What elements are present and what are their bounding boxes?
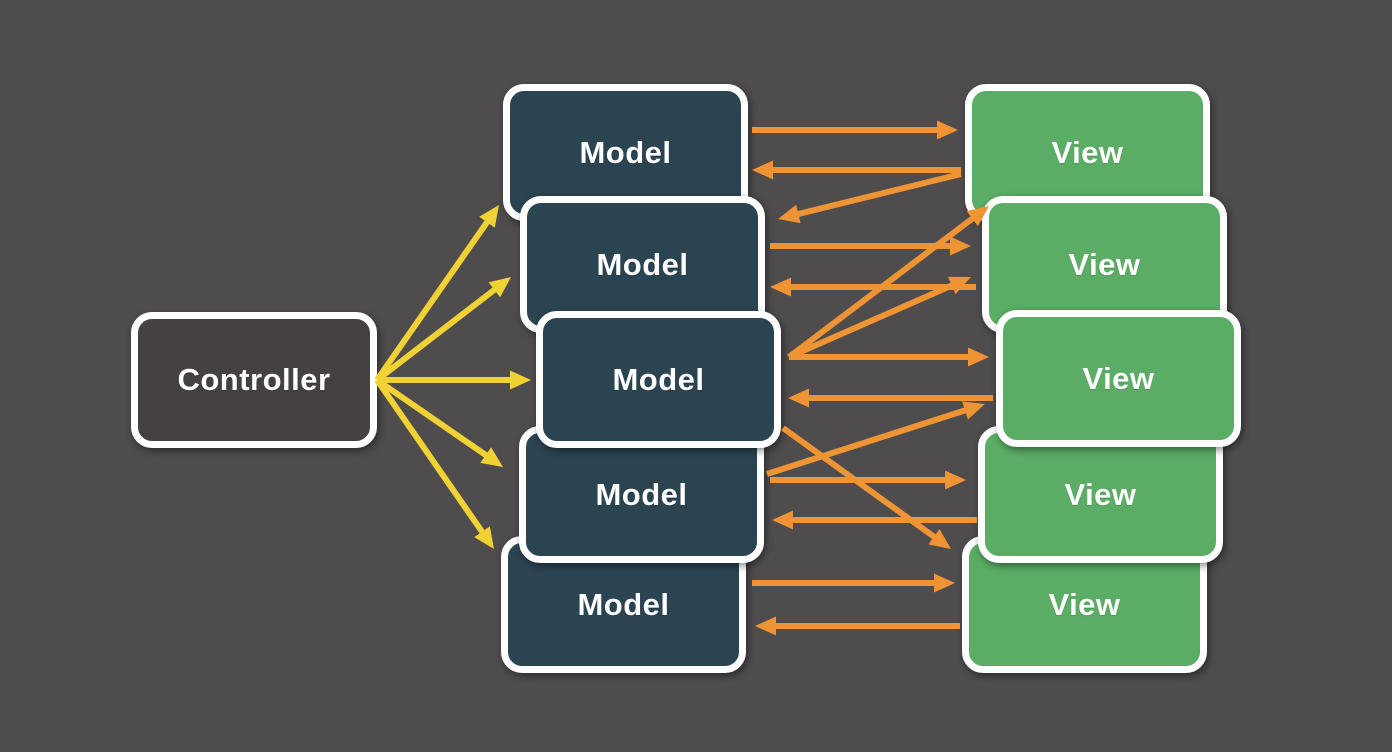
arrow-model1-to-view1-5 xyxy=(752,120,958,140)
arrow-model3-to-view3-12 xyxy=(789,347,989,367)
arrow-controller-to-model4-3 xyxy=(375,377,503,467)
arrow-controller-to-model2-1 xyxy=(375,277,511,383)
model3-label: Model xyxy=(612,361,705,397)
view4-label: View xyxy=(1064,476,1137,512)
arrow-model2-to-view2-8 xyxy=(770,236,971,256)
arrow-model4-to-view4-16 xyxy=(770,470,966,490)
arrow-view3-to-model3-13 xyxy=(788,388,993,408)
arrow-model3-to-view2-11 xyxy=(787,276,971,360)
arrow-view5-to-model5-19 xyxy=(755,616,960,636)
arrow-controller-to-model5-4 xyxy=(374,378,494,549)
view1-label: View xyxy=(1051,134,1124,170)
arrow-controller-to-model1-0 xyxy=(374,205,499,382)
view5-label: View xyxy=(1048,586,1121,622)
view2-label: View xyxy=(1068,246,1141,282)
controller-label: Controller xyxy=(177,362,331,397)
arrow-model3-to-view5-14 xyxy=(781,425,951,549)
model3-node: Model xyxy=(536,311,781,448)
arrow-model4-to-view3-15 xyxy=(766,401,985,477)
arrow-controller-to-model3-2 xyxy=(377,370,531,390)
model5-label: Model xyxy=(577,586,670,622)
view3-label: View xyxy=(1082,360,1155,396)
view3-node: View xyxy=(996,310,1241,447)
arrow-model5-to-view5-18 xyxy=(752,573,955,593)
model4-node: Model xyxy=(519,426,764,563)
arrow-view4-to-model4-17 xyxy=(772,510,977,530)
model2-label: Model xyxy=(596,246,689,282)
controller-node: Controller xyxy=(131,312,377,448)
arrow-view2-to-model2-9 xyxy=(770,277,976,297)
model4-label: Model xyxy=(595,476,688,512)
model1-label: Model xyxy=(579,134,672,170)
arrow-view1-to-model1-6 xyxy=(752,160,961,180)
arrow-view1-to-model2-7 xyxy=(778,171,962,224)
arrow-model3-to-view2-10 xyxy=(787,206,989,360)
